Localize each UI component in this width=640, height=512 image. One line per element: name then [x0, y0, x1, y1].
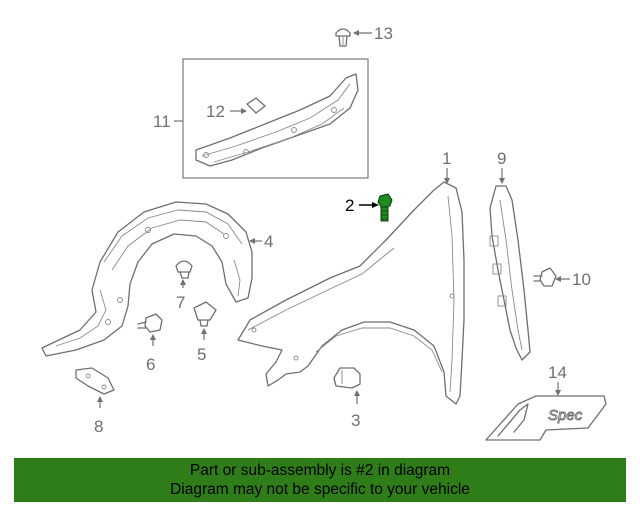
part-4-fender-liner[interactable] [41, 201, 253, 357]
callout-6-label: 6 [146, 355, 155, 374]
part-10-clip[interactable] [533, 267, 557, 287]
callout-14-label: 14 [548, 363, 567, 382]
part-14-emblem[interactable]: Spec [485, 395, 607, 441]
part-11-box [182, 58, 369, 179]
part-12-pad[interactable] [246, 97, 266, 114]
callout-5: 5 [197, 328, 207, 364]
callout-2-label: 2 [345, 196, 354, 215]
callout-3-label: 3 [351, 411, 360, 430]
part-2-bolt[interactable] [377, 193, 393, 222]
callout-8: 8 [94, 396, 103, 436]
callout-2: 2 [345, 196, 379, 215]
info-banner: Part or sub-assembly is #2 in diagram Di… [14, 458, 626, 502]
callout-7-label: 7 [176, 293, 185, 312]
callout-10: 10 [555, 270, 591, 289]
part-7-clip[interactable] [175, 260, 193, 279]
callout-4: 4 [249, 232, 273, 251]
callout-9: 9 [497, 149, 506, 184]
callout-11-label: 11 [153, 112, 171, 131]
callout-9-label: 9 [497, 149, 506, 168]
callout-13: 13 [353, 24, 393, 43]
callout-3: 3 [351, 390, 360, 430]
part-1-fender[interactable] [237, 181, 465, 405]
banner-line-1: Part or sub-assembly is #2 in diagram [189, 462, 451, 479]
callout-11: 11 [153, 112, 183, 131]
part-11-brace[interactable] [195, 73, 359, 167]
callout-7: 7 [176, 279, 186, 312]
part-13-clip[interactable] [335, 28, 351, 47]
banner-line-2: Diagram may not be specific to your vehi… [170, 481, 470, 498]
part-5-clip[interactable] [193, 301, 217, 327]
callout-8-label: 8 [94, 417, 103, 436]
emblem-text: Spec [548, 407, 583, 424]
callout-6: 6 [146, 334, 156, 374]
callout-12-label: 12 [206, 102, 225, 121]
part-9-seal[interactable] [489, 185, 531, 361]
part-6-bolt[interactable] [137, 313, 163, 333]
part-3-bracket[interactable] [333, 367, 361, 389]
callout-14: 14 [548, 363, 567, 396]
callout-4-label: 4 [264, 232, 273, 251]
callout-1-label: 1 [442, 149, 451, 168]
callout-1: 1 [442, 149, 451, 184]
callout-5-label: 5 [197, 345, 206, 364]
callout-12: 12 [206, 102, 247, 121]
callout-10-label: 10 [572, 270, 591, 289]
callout-13-label: 13 [374, 24, 393, 43]
part-8-bracket[interactable] [75, 367, 115, 395]
